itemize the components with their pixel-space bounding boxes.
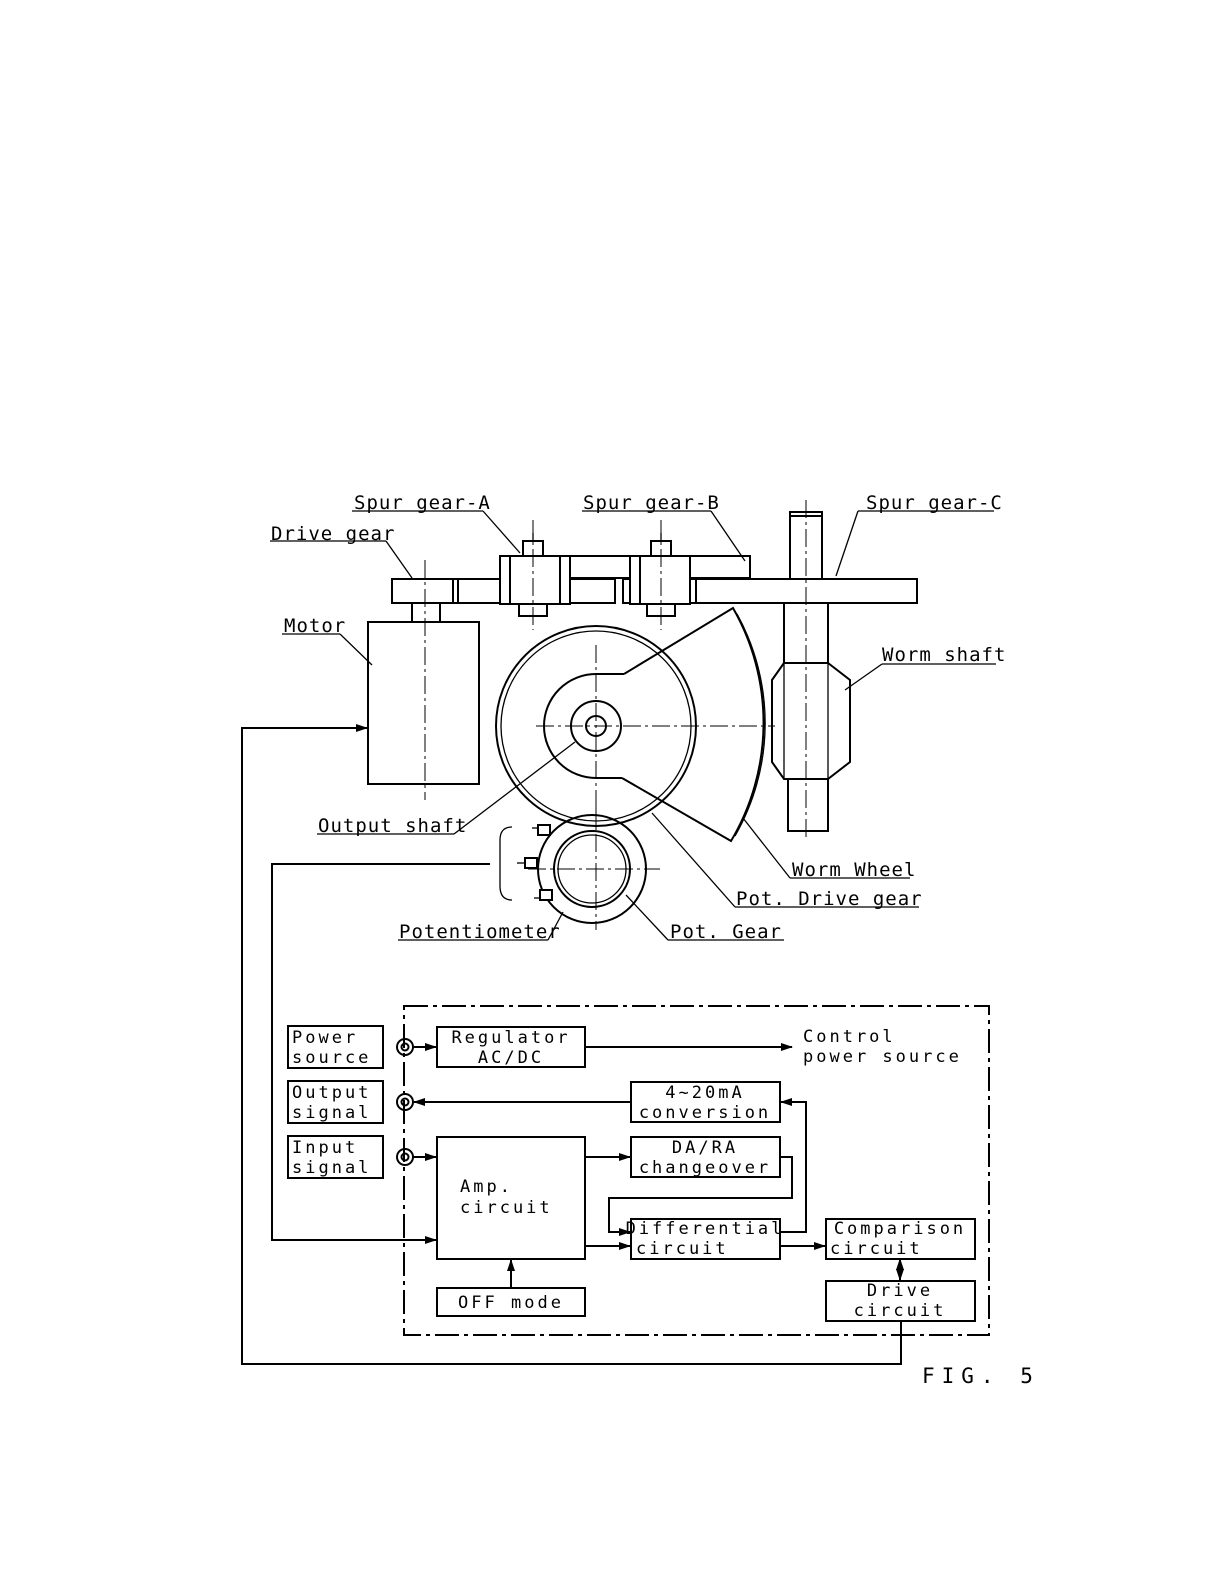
block-amp <box>436 1136 586 1260</box>
label-potentiometer: Potentiometer <box>399 921 561 943</box>
controller-enclosure <box>403 1005 990 1336</box>
block-regulator <box>436 1026 586 1068</box>
label-output-1: Output <box>292 1083 371 1103</box>
label-power-1: Power <box>292 1028 358 1048</box>
block-comparison <box>825 1218 976 1260</box>
label-power-2: source <box>292 1048 371 1068</box>
figure-label: FIG. 5 <box>922 1364 1040 1388</box>
label-control-power-2: power source <box>803 1047 962 1067</box>
label-drive-2: circuit <box>854 1301 947 1321</box>
label-comparison-1: Comparison <box>834 1219 966 1239</box>
label-pot-drive-gear: Pot. Drive gear <box>736 888 923 910</box>
label-drive-1: Drive <box>867 1281 933 1301</box>
label-worm-wheel: Worm Wheel <box>792 859 916 881</box>
label-regulator-1: Regulator <box>451 1028 570 1048</box>
label-amp-1: Amp. <box>460 1177 513 1197</box>
control-block-diagram: Power source Output signal Input signal … <box>241 724 990 1365</box>
motor-body <box>367 621 480 785</box>
label-pot-gear: Pot. Gear <box>670 921 782 943</box>
block-off-mode <box>436 1287 586 1317</box>
label-spur-gear-c: Spur gear-C <box>866 492 1003 514</box>
label-spur-gear-b: Spur gear-B <box>583 492 720 514</box>
label-conversion-1: 4~20mA <box>665 1083 744 1103</box>
potentiometer-terminals <box>517 824 553 901</box>
label-off-mode: OFF mode <box>458 1293 564 1313</box>
label-changeover-1: DA/RA <box>672 1138 738 1158</box>
label-input-2: signal <box>292 1158 371 1178</box>
label-conversion-2: conversion <box>639 1103 771 1123</box>
label-output-shaft: Output shaft <box>318 815 467 837</box>
label-spur-gear-a: Spur gear-A <box>354 492 491 514</box>
label-changeover-2: changeover <box>639 1158 771 1178</box>
label-regulator-2: AC/DC <box>478 1048 544 1068</box>
block-differential <box>630 1218 781 1260</box>
label-input-1: Input <box>292 1138 358 1158</box>
label-drive-gear: Drive gear <box>271 523 395 545</box>
label-worm-shaft: Worm shaft <box>882 644 1006 666</box>
block-changeover <box>630 1136 781 1178</box>
label-motor: Motor <box>284 615 346 637</box>
label-output-2: signal <box>292 1103 371 1123</box>
worm-wheel-sector <box>621 606 765 843</box>
gear-train-mechanism: Spur gear-A Spur gear-B Spur gear-C Driv… <box>270 492 1006 943</box>
label-amp-2: circuit <box>460 1198 553 1218</box>
label-differential-2: circuit <box>636 1239 729 1259</box>
label-comparison-2: circuit <box>830 1239 923 1259</box>
block-drive <box>825 1280 976 1322</box>
label-differential-1: Differential <box>626 1219 785 1239</box>
label-control-power-1: Control <box>803 1027 896 1047</box>
